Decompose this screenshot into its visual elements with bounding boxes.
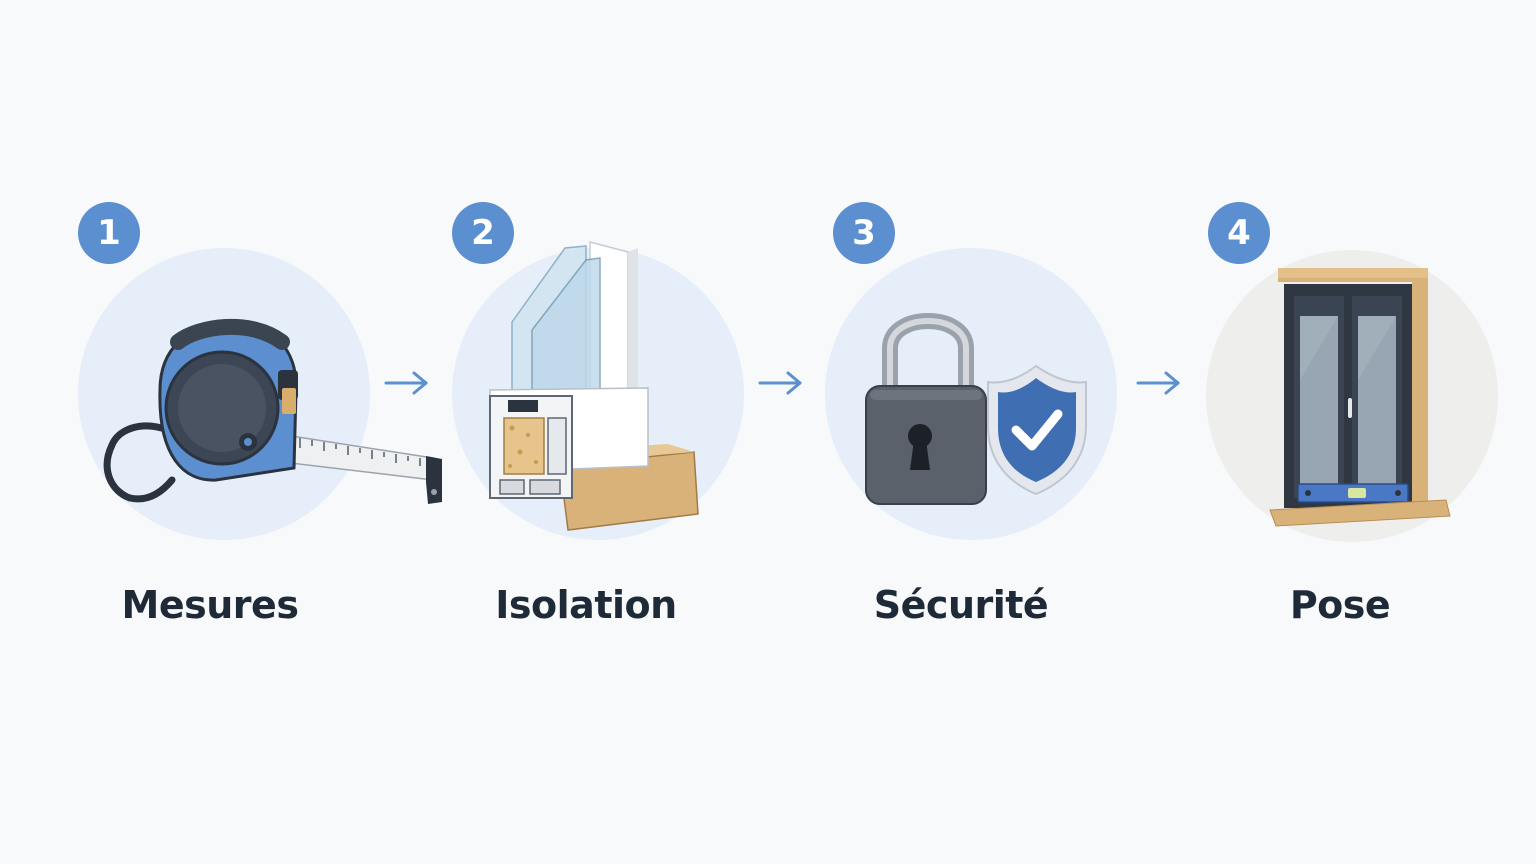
step-4-number: 4 — [1227, 213, 1251, 253]
step-installation: 4 Pose — [1206, 0, 1536, 700]
installed-window-level-icon — [1269, 268, 1451, 527]
step-security: 3 Sécurité — [825, 0, 1193, 700]
step-4-label: Pose — [1289, 583, 1391, 627]
step-isolation: 2 Isolation — [452, 0, 812, 700]
step-1-number-badge: 1 — [78, 202, 140, 264]
window-profile-cross-section-icon — [489, 241, 699, 531]
arrow-right-icon — [1136, 371, 1180, 395]
step-4-number-badge: 4 — [1208, 202, 1270, 264]
step-2-number-badge: 2 — [452, 202, 514, 264]
arrow-right-icon — [758, 371, 802, 395]
tape-measure-icon — [103, 318, 442, 504]
step-3-number-badge: 3 — [833, 202, 895, 264]
step-1-label: Mesures — [121, 583, 299, 627]
step-measures: 1 Mesures — [78, 0, 442, 700]
step-3-number: 3 — [852, 213, 876, 253]
arrow-right-icon — [384, 371, 428, 395]
step-2-number: 2 — [471, 213, 495, 253]
padlock-shield-icon — [865, 313, 1087, 505]
step-2-label: Isolation — [495, 583, 677, 627]
step-3-label: Sécurité — [873, 583, 1049, 627]
step-1-number: 1 — [97, 213, 121, 253]
